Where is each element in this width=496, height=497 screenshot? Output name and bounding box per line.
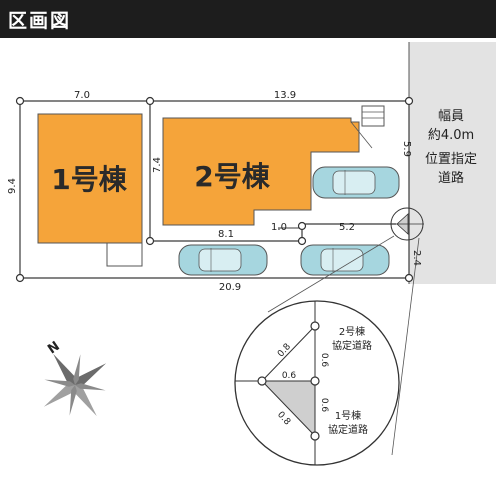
dim-inner-1-0: 1.0 <box>271 222 287 233</box>
dim-right-upper: 5.9 <box>401 141 412 157</box>
car-upper <box>312 166 400 199</box>
car-lower-right <box>300 244 390 276</box>
agreement-road-1-label-2: 協定道路 <box>328 423 368 436</box>
dim-inner-8-1: 8.1 <box>218 229 234 240</box>
road-type-label: 位置指定 <box>425 152 477 167</box>
dim-top-left: 7.0 <box>74 90 90 101</box>
house-2-entrance <box>361 105 385 127</box>
dim-inner-5-2: 5.2 <box>339 222 355 233</box>
house-2 <box>162 117 360 226</box>
detail-dim-0-6-bottom: 0.6 <box>319 398 329 413</box>
porch-line <box>350 121 373 149</box>
dim-left-side: 9.4 <box>7 178 18 194</box>
leader-line <box>267 235 395 313</box>
compass-rose <box>43 353 107 417</box>
header-bar: 区画図 <box>0 0 496 38</box>
road-type-label-2: 道路 <box>438 170 464 186</box>
road-width-value: 約4.0m <box>428 128 474 143</box>
dim-right-lower: 2.4 <box>411 250 422 266</box>
road-width-label: 幅員 <box>438 109 464 124</box>
lot-2-label: 2号棟 <box>194 160 270 193</box>
page-title: 区画図 <box>8 10 72 32</box>
leader-line <box>391 237 420 456</box>
car-lower-left <box>178 244 268 276</box>
agreement-road-1-label: 1号棟 <box>335 409 361 422</box>
detail-dim-0-6-top: 0.6 <box>319 353 329 368</box>
lot-1-label: 1号棟 <box>51 163 127 196</box>
compass-north-label: N <box>45 339 63 358</box>
detail-points <box>257 321 320 441</box>
dim-bottom: 20.9 <box>219 282 241 293</box>
agreement-road-2-label-2: 協定道路 <box>332 339 372 352</box>
house-1-notch <box>106 242 143 267</box>
detail-dim-0-6-mid: 0.6 <box>282 371 297 381</box>
boundary-points <box>15 96 414 283</box>
dim-top-right: 13.9 <box>274 90 296 101</box>
agreement-road-2-label: 2号棟 <box>339 325 365 338</box>
dim-lot2-inner-side: 7.4 <box>152 157 163 173</box>
road-strip <box>409 42 496 284</box>
